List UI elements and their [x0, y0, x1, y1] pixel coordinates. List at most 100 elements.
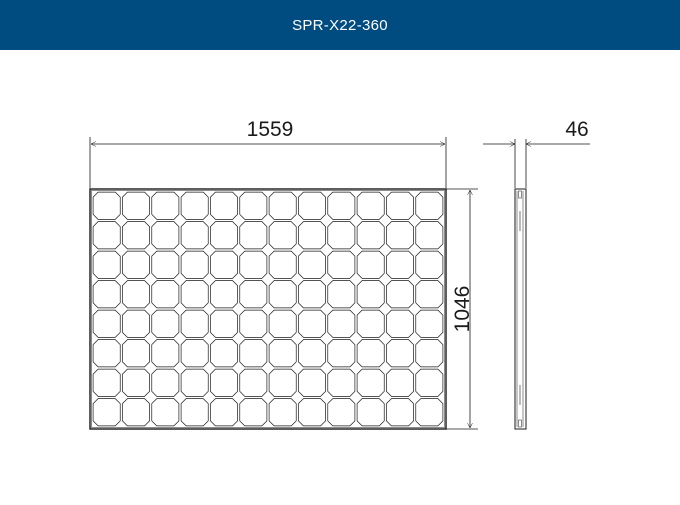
solar-cell	[327, 280, 356, 309]
solar-cell	[210, 398, 238, 427]
solar-cell	[239, 280, 268, 309]
solar-cell	[180, 339, 209, 368]
solar-cell	[92, 221, 121, 250]
solar-cell	[151, 221, 180, 250]
solar-cell	[356, 191, 385, 220]
solar-cell	[386, 368, 414, 397]
solar-cell	[268, 368, 297, 397]
solar-cell	[415, 339, 444, 368]
height-label: 1046	[451, 286, 474, 333]
solar-cell	[239, 191, 268, 220]
solar-cell	[180, 280, 209, 309]
solar-cell	[327, 339, 356, 368]
width-label: 1559	[247, 118, 294, 141]
thickness-label: 46	[565, 118, 588, 141]
solar-cell	[92, 250, 121, 279]
solar-cell	[122, 221, 150, 250]
solar-cell	[92, 398, 121, 427]
solar-cell	[92, 280, 121, 309]
solar-cell	[122, 339, 150, 368]
solar-cell	[239, 398, 268, 427]
solar-cell	[386, 280, 414, 309]
solar-cell	[356, 280, 385, 309]
solar-cell	[180, 309, 209, 338]
solar-cell	[415, 398, 444, 427]
solar-cell	[386, 339, 414, 368]
solar-cell	[415, 280, 444, 309]
solar-cell	[122, 398, 150, 427]
solar-cell	[298, 191, 326, 220]
page-title: SPR-X22-360	[292, 16, 388, 34]
solar-cell	[327, 309, 356, 338]
solar-cell	[239, 221, 268, 250]
solar-cell-grid	[92, 191, 444, 427]
solar-cell	[151, 191, 180, 220]
solar-cell	[327, 250, 356, 279]
solar-cell	[210, 309, 238, 338]
solar-cell	[386, 398, 414, 427]
solar-cell	[92, 309, 121, 338]
solar-cell	[268, 280, 297, 309]
header-bar: SPR-X22-360	[0, 0, 680, 50]
solar-cell	[151, 368, 180, 397]
solar-cell	[180, 368, 209, 397]
panel-front-view	[89, 188, 447, 430]
solar-cell	[239, 339, 268, 368]
solar-cell	[151, 398, 180, 427]
panel-side-view	[514, 188, 527, 430]
solar-cell	[180, 191, 209, 220]
solar-cell	[298, 339, 326, 368]
solar-cell	[180, 398, 209, 427]
solar-cell	[298, 280, 326, 309]
solar-cell	[327, 191, 356, 220]
solar-cell	[210, 221, 238, 250]
solar-cell	[298, 398, 326, 427]
solar-cell	[239, 250, 268, 279]
solar-cell	[268, 309, 297, 338]
solar-cell	[122, 250, 150, 279]
solar-cell	[268, 221, 297, 250]
solar-cell	[298, 309, 326, 338]
solar-cell	[415, 191, 444, 220]
solar-cell	[386, 191, 414, 220]
solar-cell	[180, 221, 209, 250]
solar-cell	[122, 280, 150, 309]
solar-cell	[151, 339, 180, 368]
solar-cell	[180, 250, 209, 279]
solar-cell	[268, 398, 297, 427]
solar-cell	[386, 250, 414, 279]
solar-cell	[92, 368, 121, 397]
solar-cell	[92, 339, 121, 368]
solar-cell	[356, 339, 385, 368]
thickness-dimension: 46	[483, 118, 590, 188]
panel-drawing: 1559 1046 46	[0, 50, 680, 500]
solar-cell	[298, 250, 326, 279]
solar-cell	[386, 221, 414, 250]
solar-cell	[415, 221, 444, 250]
solar-cell	[268, 250, 297, 279]
solar-cell	[210, 250, 238, 279]
solar-cell	[151, 309, 180, 338]
solar-cell	[151, 250, 180, 279]
solar-cell	[356, 221, 385, 250]
solar-cell	[298, 221, 326, 250]
solar-cell	[210, 280, 238, 309]
solar-cell	[415, 368, 444, 397]
solar-cell	[122, 368, 150, 397]
solar-cell	[92, 191, 121, 220]
height-dimension: 1046	[446, 188, 478, 430]
solar-cell	[210, 339, 238, 368]
solar-cell	[356, 309, 385, 338]
solar-cell	[356, 368, 385, 397]
solar-cell	[210, 191, 238, 220]
solar-cell	[239, 309, 268, 338]
solar-cell	[327, 368, 356, 397]
solar-cell	[151, 280, 180, 309]
solar-cell	[122, 191, 150, 220]
solar-cell	[122, 309, 150, 338]
width-dimension: 1559	[89, 118, 447, 188]
solar-cell	[356, 398, 385, 427]
solar-cell	[327, 221, 356, 250]
solar-cell	[239, 368, 268, 397]
solar-cell	[356, 250, 385, 279]
